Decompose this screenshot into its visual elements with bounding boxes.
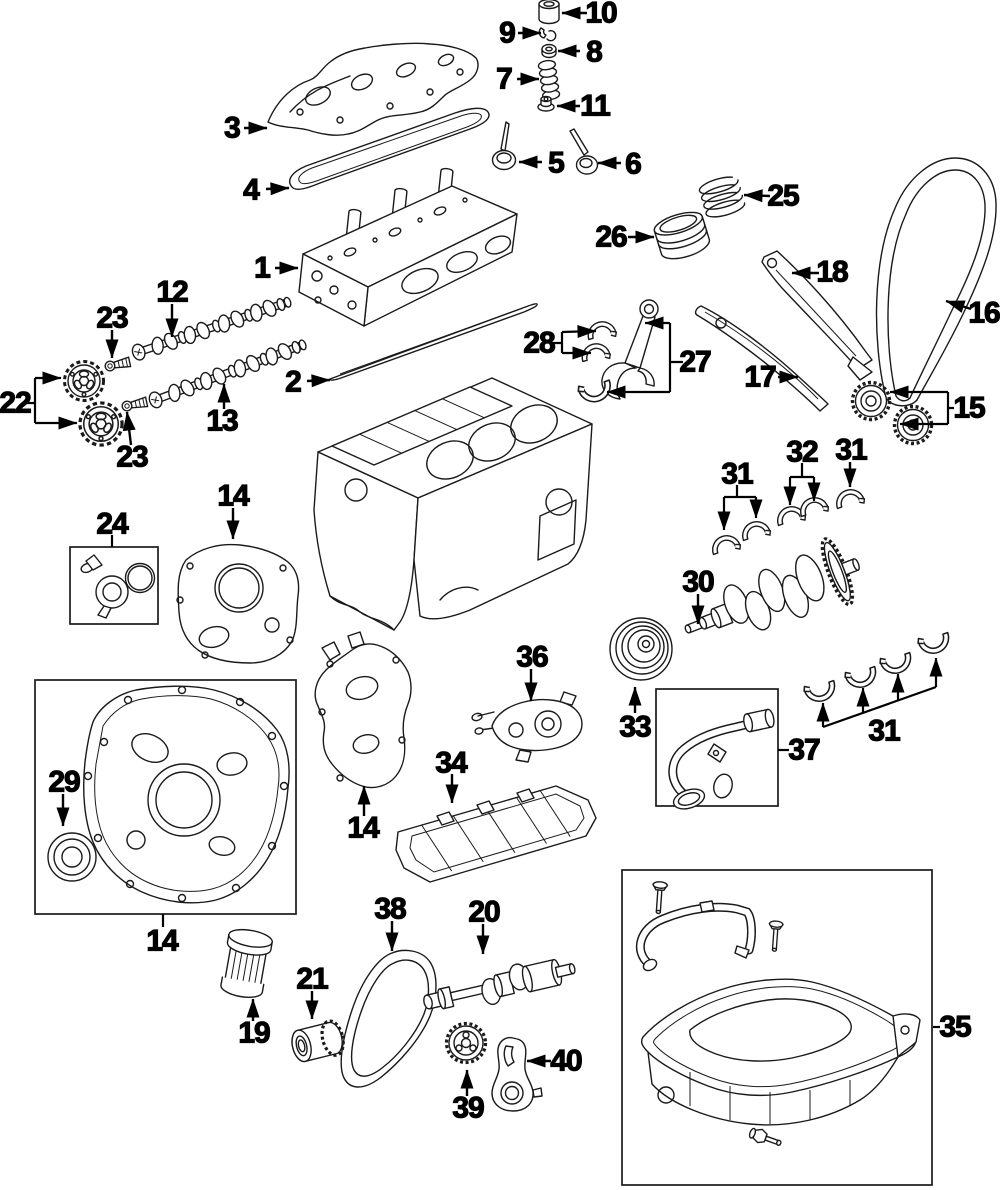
callout-2[interactable]: 2 xyxy=(285,365,303,399)
callout-12[interactable]: 12 xyxy=(156,275,190,309)
leader-lines xyxy=(26,6,972,1096)
part-spring-retainer xyxy=(541,43,557,59)
callout-40[interactable]: 40 xyxy=(550,1044,584,1078)
callout-31[interactable]: 31 xyxy=(835,433,869,467)
callout-25[interactable]: 25 xyxy=(767,179,801,213)
callout-31[interactable]: 31 xyxy=(868,714,902,748)
part-piston xyxy=(653,211,711,260)
callout-37[interactable]: 37 xyxy=(788,733,822,767)
part-vvt-solenoid-kit xyxy=(80,554,156,619)
part-oil-filter-element xyxy=(220,928,273,998)
callout-7[interactable]: 7 xyxy=(496,62,514,96)
part-main-bearings-lower xyxy=(801,627,954,707)
group-box-14 xyxy=(34,679,297,915)
callout-29[interactable]: 29 xyxy=(48,765,82,799)
part-rear-timing-cover xyxy=(176,543,300,664)
part-crankshaft-pulley xyxy=(609,617,673,681)
part-intake-valve xyxy=(491,121,517,171)
part-head-gasket xyxy=(329,303,538,381)
part-valve-cover xyxy=(267,42,479,136)
callout-19[interactable]: 19 xyxy=(238,1016,272,1050)
callout-9[interactable]: 9 xyxy=(499,16,517,50)
part-center-timing-cover xyxy=(314,631,412,789)
part-front-timing-cover xyxy=(83,685,290,904)
part-camshaft-phaser-lower xyxy=(78,401,124,447)
part-windage-tray xyxy=(395,785,597,883)
callout-35[interactable]: 35 xyxy=(939,1010,973,1044)
part-piston-rings xyxy=(698,176,746,218)
callout-28[interactable]: 28 xyxy=(523,326,557,360)
callout-11[interactable]: 11 xyxy=(580,89,612,123)
callout-6[interactable]: 6 xyxy=(625,147,643,181)
callout-4[interactable]: 4 xyxy=(243,173,262,207)
part-valve-stem-seal xyxy=(537,95,555,112)
callout-14[interactable]: 14 xyxy=(347,811,382,845)
callout-21[interactable]: 21 xyxy=(296,962,330,996)
callout-30[interactable]: 30 xyxy=(682,565,716,599)
part-valve-cover-gasket xyxy=(288,107,490,190)
callout-15[interactable]: 15 xyxy=(953,391,987,425)
part-cylinder-head xyxy=(298,167,518,327)
callout-20[interactable]: 20 xyxy=(468,895,502,929)
callout-1[interactable]: 1 xyxy=(254,251,272,285)
callout-39[interactable]: 39 xyxy=(452,1091,486,1125)
part-chain-tensioner-arm xyxy=(491,1036,543,1112)
part-valve-keepers xyxy=(538,27,557,42)
callout-34[interactable]: 34 xyxy=(435,746,470,780)
callout-24[interactable]: 24 xyxy=(96,507,131,541)
group-box-24 xyxy=(69,546,159,625)
callout-23[interactable]: 23 xyxy=(96,301,130,335)
callout-10[interactable]: 10 xyxy=(585,0,619,30)
part-valve-spring xyxy=(537,59,561,101)
callout-22[interactable]: 22 xyxy=(0,386,33,420)
callout-17[interactable]: 17 xyxy=(744,360,778,394)
part-camshaft-bolt-upper xyxy=(103,356,132,373)
part-crankshaft-front-seal xyxy=(47,832,97,882)
part-balance-shaft-chain xyxy=(340,949,437,1088)
callout-31[interactable]: 31 xyxy=(721,457,755,491)
part-timing-chain xyxy=(875,157,997,407)
callout-33[interactable]: 33 xyxy=(619,710,653,744)
diagram-artwork xyxy=(34,0,997,1186)
part-oil-pump xyxy=(471,691,583,763)
part-oil-pan-kit xyxy=(635,880,921,1146)
part-camshaft-phaser-upper xyxy=(63,360,105,402)
part-crankshaft xyxy=(684,537,860,634)
part-chain-guide-lower xyxy=(694,305,829,412)
part-camshaft-bolt-lower xyxy=(120,396,149,413)
callout-36[interactable]: 36 xyxy=(516,640,550,674)
callout-16[interactable]: 16 xyxy=(968,296,1000,330)
part-chain-guide-upper xyxy=(761,250,873,381)
callout-8[interactable]: 8 xyxy=(586,35,604,69)
callout-26[interactable]: 26 xyxy=(595,220,629,254)
callout-23[interactable]: 23 xyxy=(116,440,150,474)
group-box-37 xyxy=(655,688,779,807)
part-valve-lifter xyxy=(538,0,560,25)
callout-38[interactable]: 38 xyxy=(374,892,408,926)
part-oil-pickup-tube xyxy=(668,708,775,810)
part-engine-block xyxy=(313,377,593,631)
callout-27[interactable]: 27 xyxy=(679,345,713,379)
callout-5[interactable]: 5 xyxy=(548,146,566,180)
callout-3[interactable]: 3 xyxy=(224,111,242,145)
callout-32[interactable]: 32 xyxy=(786,435,820,469)
part-balance-shaft-gear xyxy=(444,1021,488,1065)
part-balance-shaft xyxy=(423,958,576,1010)
callout-14[interactable]: 14 xyxy=(217,479,252,513)
callout-18[interactable]: 18 xyxy=(816,255,850,289)
group-box-35 xyxy=(621,869,933,1186)
part-exhaust-valve xyxy=(569,128,599,175)
callout-14[interactable]: 14 xyxy=(146,924,181,958)
part-balance-shaft-sprocket xyxy=(291,1019,345,1063)
callout-13[interactable]: 13 xyxy=(206,404,240,438)
